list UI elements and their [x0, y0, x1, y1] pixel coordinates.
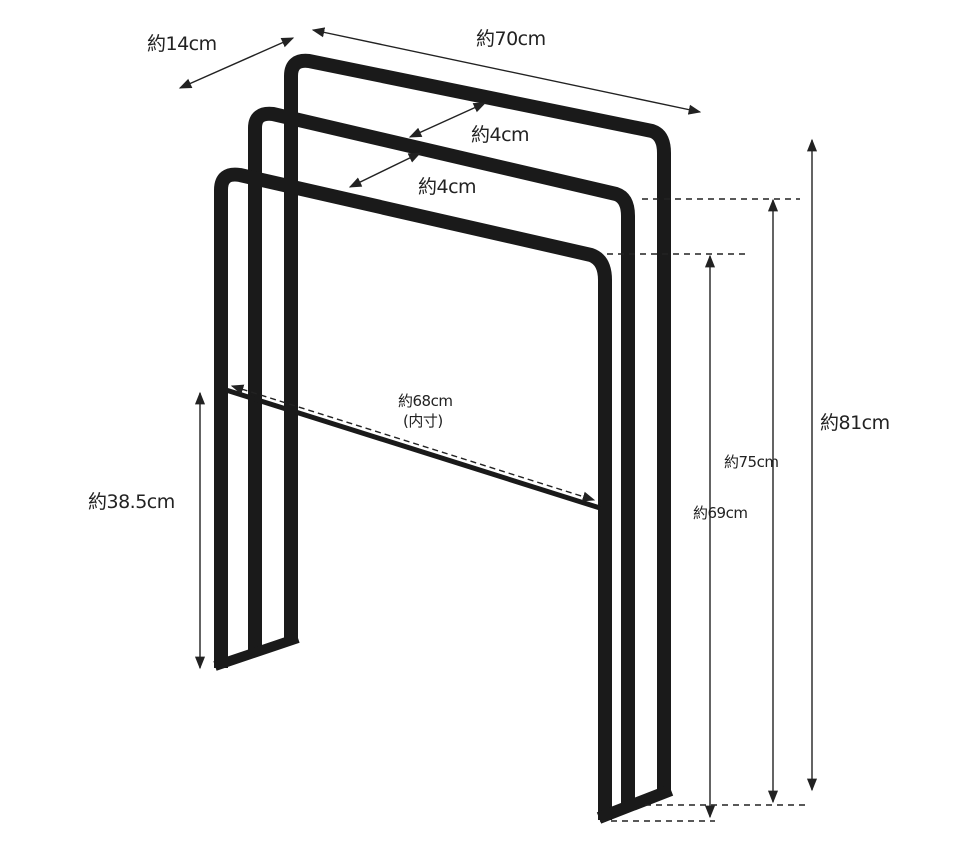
middle-frame [248, 106, 635, 808]
front-frame [214, 167, 612, 820]
inner-width-arrow [230, 384, 596, 502]
depth-arrow [178, 37, 295, 89]
height-total-label: 約81cm [820, 412, 890, 434]
crossbar-height-label: 約38.5cm [88, 491, 175, 513]
gap-front-arrow [348, 152, 422, 188]
height-middle-label: 約75cm [724, 453, 779, 471]
inner-width-label: 約68cm [398, 392, 453, 410]
width-arrow [311, 27, 702, 115]
right-base [596, 784, 674, 824]
depth-label: 約14cm [147, 33, 217, 55]
gap-back-arrow [408, 102, 487, 138]
inner-width-note: (内寸) [403, 412, 443, 430]
guide-lines [600, 198, 805, 822]
gap-back-label: 約4cm [471, 124, 530, 146]
left-base [213, 633, 300, 671]
gap-front-label: 約4cm [418, 176, 477, 198]
height-front-label: 約69cm [693, 504, 748, 522]
width-label: 約70cm [476, 28, 546, 50]
